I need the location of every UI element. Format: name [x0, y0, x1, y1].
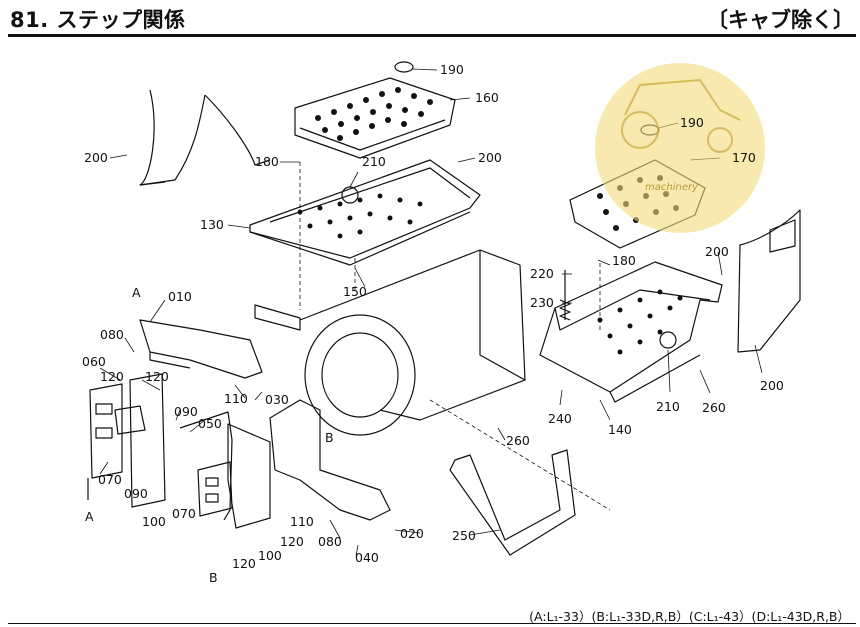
step-plate-130: [249, 159, 481, 266]
label-070-left: 070: [98, 472, 122, 487]
side-cover-100-right: [227, 423, 271, 529]
fender-outline-left: [139, 89, 271, 186]
watermark-logo: machinery: [595, 63, 765, 233]
label-210-right: 210: [656, 399, 680, 414]
exploded-parts-diagram: machinery 190 160 200 180 210 200 130 15…: [82, 61, 801, 585]
label-110-bottom: 110: [290, 514, 314, 529]
label-100-right: 100: [258, 548, 282, 563]
page-header: 81. ステップ関係 〔キャブ除く〕: [0, 0, 860, 44]
label-250: 250: [452, 528, 476, 543]
alignment-lines: [299, 162, 611, 511]
header-rule: [8, 34, 856, 37]
label-110-top: 110: [224, 391, 248, 406]
label-080-bottom: 080: [318, 534, 342, 549]
fender-outline-right: [737, 209, 801, 353]
rubber-cap-190: [394, 61, 414, 73]
label-040: 040: [355, 550, 379, 565]
leader-lines: [99, 68, 763, 557]
side-step-060: [87, 383, 123, 500]
label-150: 150: [343, 284, 367, 299]
label-200-right-bottom: 200: [760, 378, 784, 393]
label-180-right: 180: [612, 253, 636, 268]
label-200-left: 200: [84, 150, 108, 165]
label-A-top: A: [132, 285, 141, 300]
label-030: 030: [265, 392, 289, 407]
bracket-010: [139, 319, 263, 379]
label-180-left: 180: [255, 154, 279, 169]
label-120-c: 120: [280, 534, 304, 549]
label-010: 010: [168, 289, 192, 304]
label-200-mid: 200: [478, 150, 502, 165]
floor-plate-160: [294, 77, 456, 159]
label-130: 130: [200, 217, 224, 232]
label-B-bottom: B: [209, 570, 218, 585]
step-plate-140: [539, 261, 723, 403]
watermark-text: machinery: [645, 182, 699, 193]
label-100-left: 100: [142, 514, 166, 529]
frame-bar-left: [254, 304, 301, 331]
label-170: 170: [732, 150, 756, 165]
bracket-020: [269, 399, 391, 521]
grommet-210-right: [659, 331, 677, 349]
label-220: 220: [530, 266, 554, 281]
label-090-bottom: 090: [124, 486, 148, 501]
label-190-right: 190: [680, 115, 704, 130]
label-020: 020: [400, 526, 424, 541]
page-subtitle: 〔キャブ除く〕: [707, 8, 854, 32]
label-120-d: 120: [232, 556, 256, 571]
label-160: 160: [475, 90, 499, 105]
model-legend: (A:L₁-33）(B:L₁-33D,R,B）(C:L₁-43）(D:L₁-43…: [529, 609, 850, 624]
side-cover-100-left: [114, 373, 166, 508]
label-B-top: B: [325, 430, 334, 445]
label-080-left: 080: [100, 327, 124, 342]
label-120-a: 120: [100, 369, 124, 384]
label-060: 060: [82, 354, 106, 369]
label-A-bottom: A: [85, 509, 94, 524]
label-090-top: 090: [174, 404, 198, 419]
label-230: 230: [530, 295, 554, 310]
footer-rule: [8, 623, 856, 624]
label-260-right: 260: [702, 400, 726, 415]
step-250: [449, 449, 576, 556]
transmission-housing: [299, 249, 526, 436]
label-200-right-top: 200: [705, 244, 729, 259]
label-070-mid: 070: [172, 506, 196, 521]
part-labels: 190 160 200 180 210 200 130 150 010 A 08…: [82, 62, 784, 585]
side-step-050: [179, 411, 233, 521]
label-260-left: 260: [506, 433, 530, 448]
label-190-top: 190: [440, 62, 464, 77]
step-plate-130-holes: [297, 193, 423, 239]
floor-plate-160-holes: [315, 87, 433, 141]
label-240: 240: [548, 411, 572, 426]
label-050: 050: [198, 416, 222, 431]
label-210-left: 210: [362, 154, 386, 169]
page-title: 81. ステップ関係: [10, 8, 186, 32]
label-140: 140: [608, 422, 632, 437]
step-plate-140-holes: [597, 289, 683, 355]
label-120-b: 120: [145, 369, 169, 384]
